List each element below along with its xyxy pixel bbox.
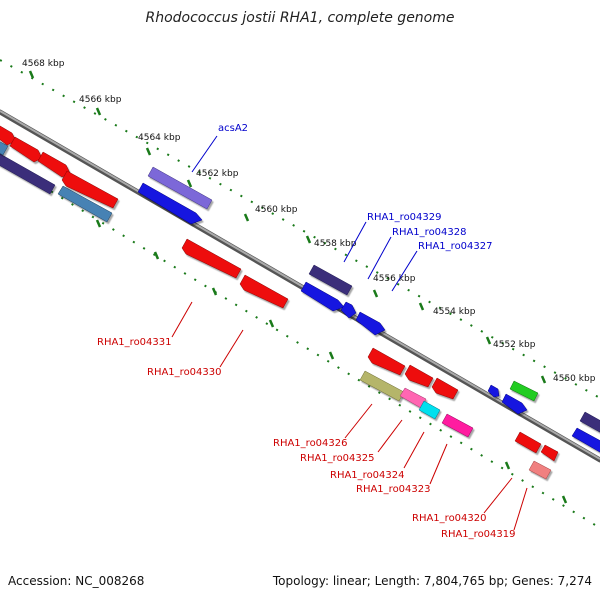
gene-label-ro04323[interactable]: RHA1_ro04323 (356, 484, 431, 495)
forward-strand-genes (0, 123, 600, 455)
tick-label: 4552 kbp (493, 340, 536, 350)
gene-red-small[interactable] (540, 444, 559, 462)
gene-ro04323[interactable] (441, 413, 474, 438)
gene-ro04328[interactable] (300, 281, 345, 312)
tick-label: 4562 kbp (196, 169, 239, 179)
tick-label: 4560 kbp (255, 205, 298, 215)
gene-label-ro04320[interactable]: RHA1_ro04320 (412, 513, 487, 524)
gene-label-acsA2[interactable]: acsA2 (218, 123, 248, 134)
outer-major-ticks (28, 70, 547, 384)
gene-red-mid-1[interactable] (367, 347, 406, 376)
gene-ro04325[interactable] (399, 387, 427, 409)
gene-red-mid-3[interactable] (431, 377, 459, 400)
tick-label: 4558 kbp (314, 239, 357, 249)
gene-label-ro04328[interactable]: RHA1_ro04328 (392, 227, 467, 238)
gene-blue-2[interactable] (501, 393, 528, 415)
gene-left-indigo[interactable] (0, 151, 56, 195)
gene-ro04327-b[interactable] (355, 311, 386, 336)
gene-label-ro04326[interactable]: RHA1_ro04326 (273, 438, 348, 449)
gene-label-ro04325[interactable]: RHA1_ro04325 (300, 453, 375, 464)
gene-label-ro04327[interactable]: RHA1_ro04327 (418, 241, 493, 252)
gene-small-blue[interactable] (487, 384, 500, 398)
gene-ro04324[interactable] (418, 400, 441, 420)
tick-label: 4554 kbp (433, 307, 476, 317)
tick-label: 4564 kbp (138, 133, 181, 143)
genome-summary-text: Topology: linear; Length: 7,804,765 bp; … (272, 574, 592, 588)
tick-labels: 4568 kbp 4566 kbp 4564 kbp 4562 kbp 4560… (22, 59, 596, 384)
gene-ro04327-a[interactable] (340, 301, 357, 319)
gene-blue-right[interactable] (571, 427, 600, 455)
gene-left-red-2[interactable] (9, 136, 43, 163)
label-leaders (171, 135, 528, 531)
map-title: Rhodococcus jostii RHA1, complete genome (145, 10, 455, 26)
gene-ro04320[interactable] (514, 431, 542, 454)
gene-label-ro04331[interactable]: RHA1_ro04331 (97, 337, 172, 348)
gene-left-lightblue[interactable] (0, 139, 9, 156)
gene-indigo-right[interactable] (579, 411, 600, 435)
gene-blue-1[interactable] (137, 182, 203, 225)
gene-label-ro04324[interactable]: RHA1_ro04324 (330, 470, 405, 481)
gene-red-mid-2[interactable] (404, 364, 434, 388)
genome-backbone-highlight (0, 110, 600, 460)
gene-label-ro04330[interactable]: RHA1_ro04330 (147, 367, 222, 378)
tick-label: 4568 kbp (22, 59, 65, 69)
reverse-strand-genes (0, 139, 559, 480)
gene-labels: acsA2 RHA1_ro04329 RHA1_ro04328 RHA1_ro0… (97, 123, 516, 540)
gene-acsA2[interactable] (147, 166, 213, 210)
accession-text: Accession: NC_008268 (8, 574, 145, 588)
tick-label: 4550 kbp (553, 374, 596, 384)
tick-label: 4556 kbp (373, 274, 416, 284)
gene-label-ro04319[interactable]: RHA1_ro04319 (441, 529, 516, 540)
gene-green[interactable] (509, 380, 539, 402)
gene-ro04329[interactable] (308, 264, 353, 296)
gene-left-red-1[interactable] (0, 123, 17, 146)
tick-label: 4566 kbp (79, 95, 122, 105)
gene-left-red-3[interactable] (37, 151, 71, 178)
gene-left-red-4[interactable] (61, 170, 119, 209)
gene-label-ro04329[interactable]: RHA1_ro04329 (367, 212, 442, 223)
gene-ro04326[interactable] (359, 370, 405, 402)
gene-ro04331[interactable] (181, 238, 242, 279)
gene-ro04319[interactable] (528, 460, 552, 480)
gene-left-steelblue[interactable] (57, 185, 113, 223)
gene-ro04330[interactable] (239, 274, 289, 309)
